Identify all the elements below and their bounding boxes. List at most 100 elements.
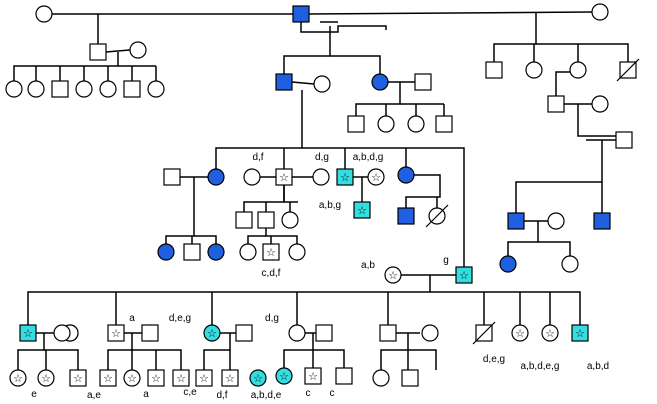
genotype-label: d,g (265, 313, 279, 324)
individual-VI4: ☆ (99, 369, 117, 387)
star-marker: ☆ (279, 171, 289, 184)
female-circle (35, 5, 53, 23)
female-circle (129, 41, 147, 59)
pedigree-line (515, 140, 603, 213)
male-square (353, 201, 371, 219)
male-square (51, 80, 69, 98)
individual-I1 (35, 5, 53, 23)
pedigree-line (308, 11, 593, 15)
male-square (262, 243, 280, 261)
star-marker: ☆ (41, 372, 51, 385)
individual-IV_e2 (547, 212, 565, 230)
genotype-label: d,f (252, 152, 263, 163)
male-square (183, 243, 201, 261)
pedigree-line (408, 349, 437, 370)
female-circle (372, 369, 390, 387)
individuals: ☆☆☆☆☆☆☆☆☆☆☆☆☆☆☆☆☆☆☆☆☆☆☆☆☆☆☆ (5, 3, 640, 387)
individual-II1 (89, 43, 107, 61)
male-square (235, 211, 253, 229)
female-circle (288, 243, 306, 261)
individual-unlabeled (407, 115, 425, 133)
individual-II9 (591, 95, 609, 113)
individual-unlabeled (235, 211, 253, 229)
individual-III8 (397, 166, 415, 184)
pedigree-line (493, 12, 537, 62)
star-marker: ☆ (151, 372, 161, 385)
pedigree-line (13, 52, 119, 81)
individual-II8 (547, 95, 565, 113)
pedigree-line (194, 235, 217, 244)
genotype-label: g (443, 255, 449, 266)
star-marker: ☆ (225, 372, 235, 385)
individual-I2 (292, 5, 310, 23)
pedigree-line (243, 185, 285, 212)
individual-unlabeled (569, 61, 587, 79)
female-circle (499, 255, 517, 273)
individual-unlabeled (51, 80, 69, 98)
star-marker: ☆ (103, 372, 113, 385)
individual-VI8: ☆ (195, 369, 213, 387)
male-square (147, 369, 165, 387)
individual-unlabeled (485, 61, 503, 79)
individual-unlabeled (377, 115, 395, 133)
pedigree-line (44, 349, 79, 370)
male-square (275, 168, 293, 186)
individual-V5: ☆ (203, 324, 221, 342)
male-square (593, 212, 611, 230)
connector-lines (13, 11, 629, 370)
genotype-label: a,e (87, 390, 101, 401)
pedigree-line (538, 241, 571, 256)
individual-unlabeled (347, 115, 365, 133)
pedigree-line (380, 333, 409, 370)
individual-VI15 (401, 369, 419, 387)
female-circle (421, 324, 439, 342)
female-circle (312, 168, 330, 186)
individual-unlabeled (281, 211, 299, 229)
individual-VI1: ☆ (9, 369, 27, 387)
female-circle (239, 243, 257, 261)
male-square (336, 168, 354, 186)
female-circle (157, 243, 175, 261)
star-marker: ☆ (371, 171, 381, 184)
individual-VI5: ☆ (123, 369, 141, 387)
female-circle (547, 212, 565, 230)
female-circle (249, 369, 267, 387)
pedigree-line (132, 349, 182, 370)
individual-IV_e3 (593, 212, 611, 230)
male-square (347, 115, 365, 133)
individual-V1: ☆ (19, 324, 37, 342)
individual-II4 (313, 75, 331, 93)
star-marker: ☆ (13, 372, 23, 385)
genotype-label: a,b,d (587, 361, 609, 372)
individual-IV_a3 (425, 204, 449, 228)
pedigree-line (577, 104, 616, 137)
female-circle (147, 80, 165, 98)
individual-V7 (472, 321, 496, 345)
star-marker: ☆ (279, 370, 289, 383)
male-square (397, 207, 415, 225)
star-marker: ☆ (73, 372, 83, 385)
deceased-slash (616, 58, 640, 82)
male-square (163, 168, 181, 186)
individual-IV8: ☆ (455, 266, 473, 284)
male-square (123, 80, 141, 98)
individual-unlabeled (147, 80, 165, 98)
male-square (292, 5, 310, 23)
genotype-label: c,d,f (262, 268, 281, 279)
star-marker: ☆ (127, 372, 137, 385)
pedigree-line (291, 81, 315, 85)
pedigree-line (313, 349, 345, 368)
female-circle (27, 80, 45, 98)
individual-III3 (243, 168, 261, 186)
individual-VI7: ☆ (172, 369, 190, 387)
star-marker: ☆ (199, 372, 209, 385)
pedigree-line (355, 82, 401, 116)
pedigree-line (107, 333, 133, 370)
individual-III4: ☆ (275, 168, 293, 186)
individual-VI10: ☆ (249, 369, 267, 387)
genotype-label: a,b,g (319, 200, 341, 211)
male-square (304, 367, 322, 385)
star-marker: ☆ (308, 370, 318, 383)
